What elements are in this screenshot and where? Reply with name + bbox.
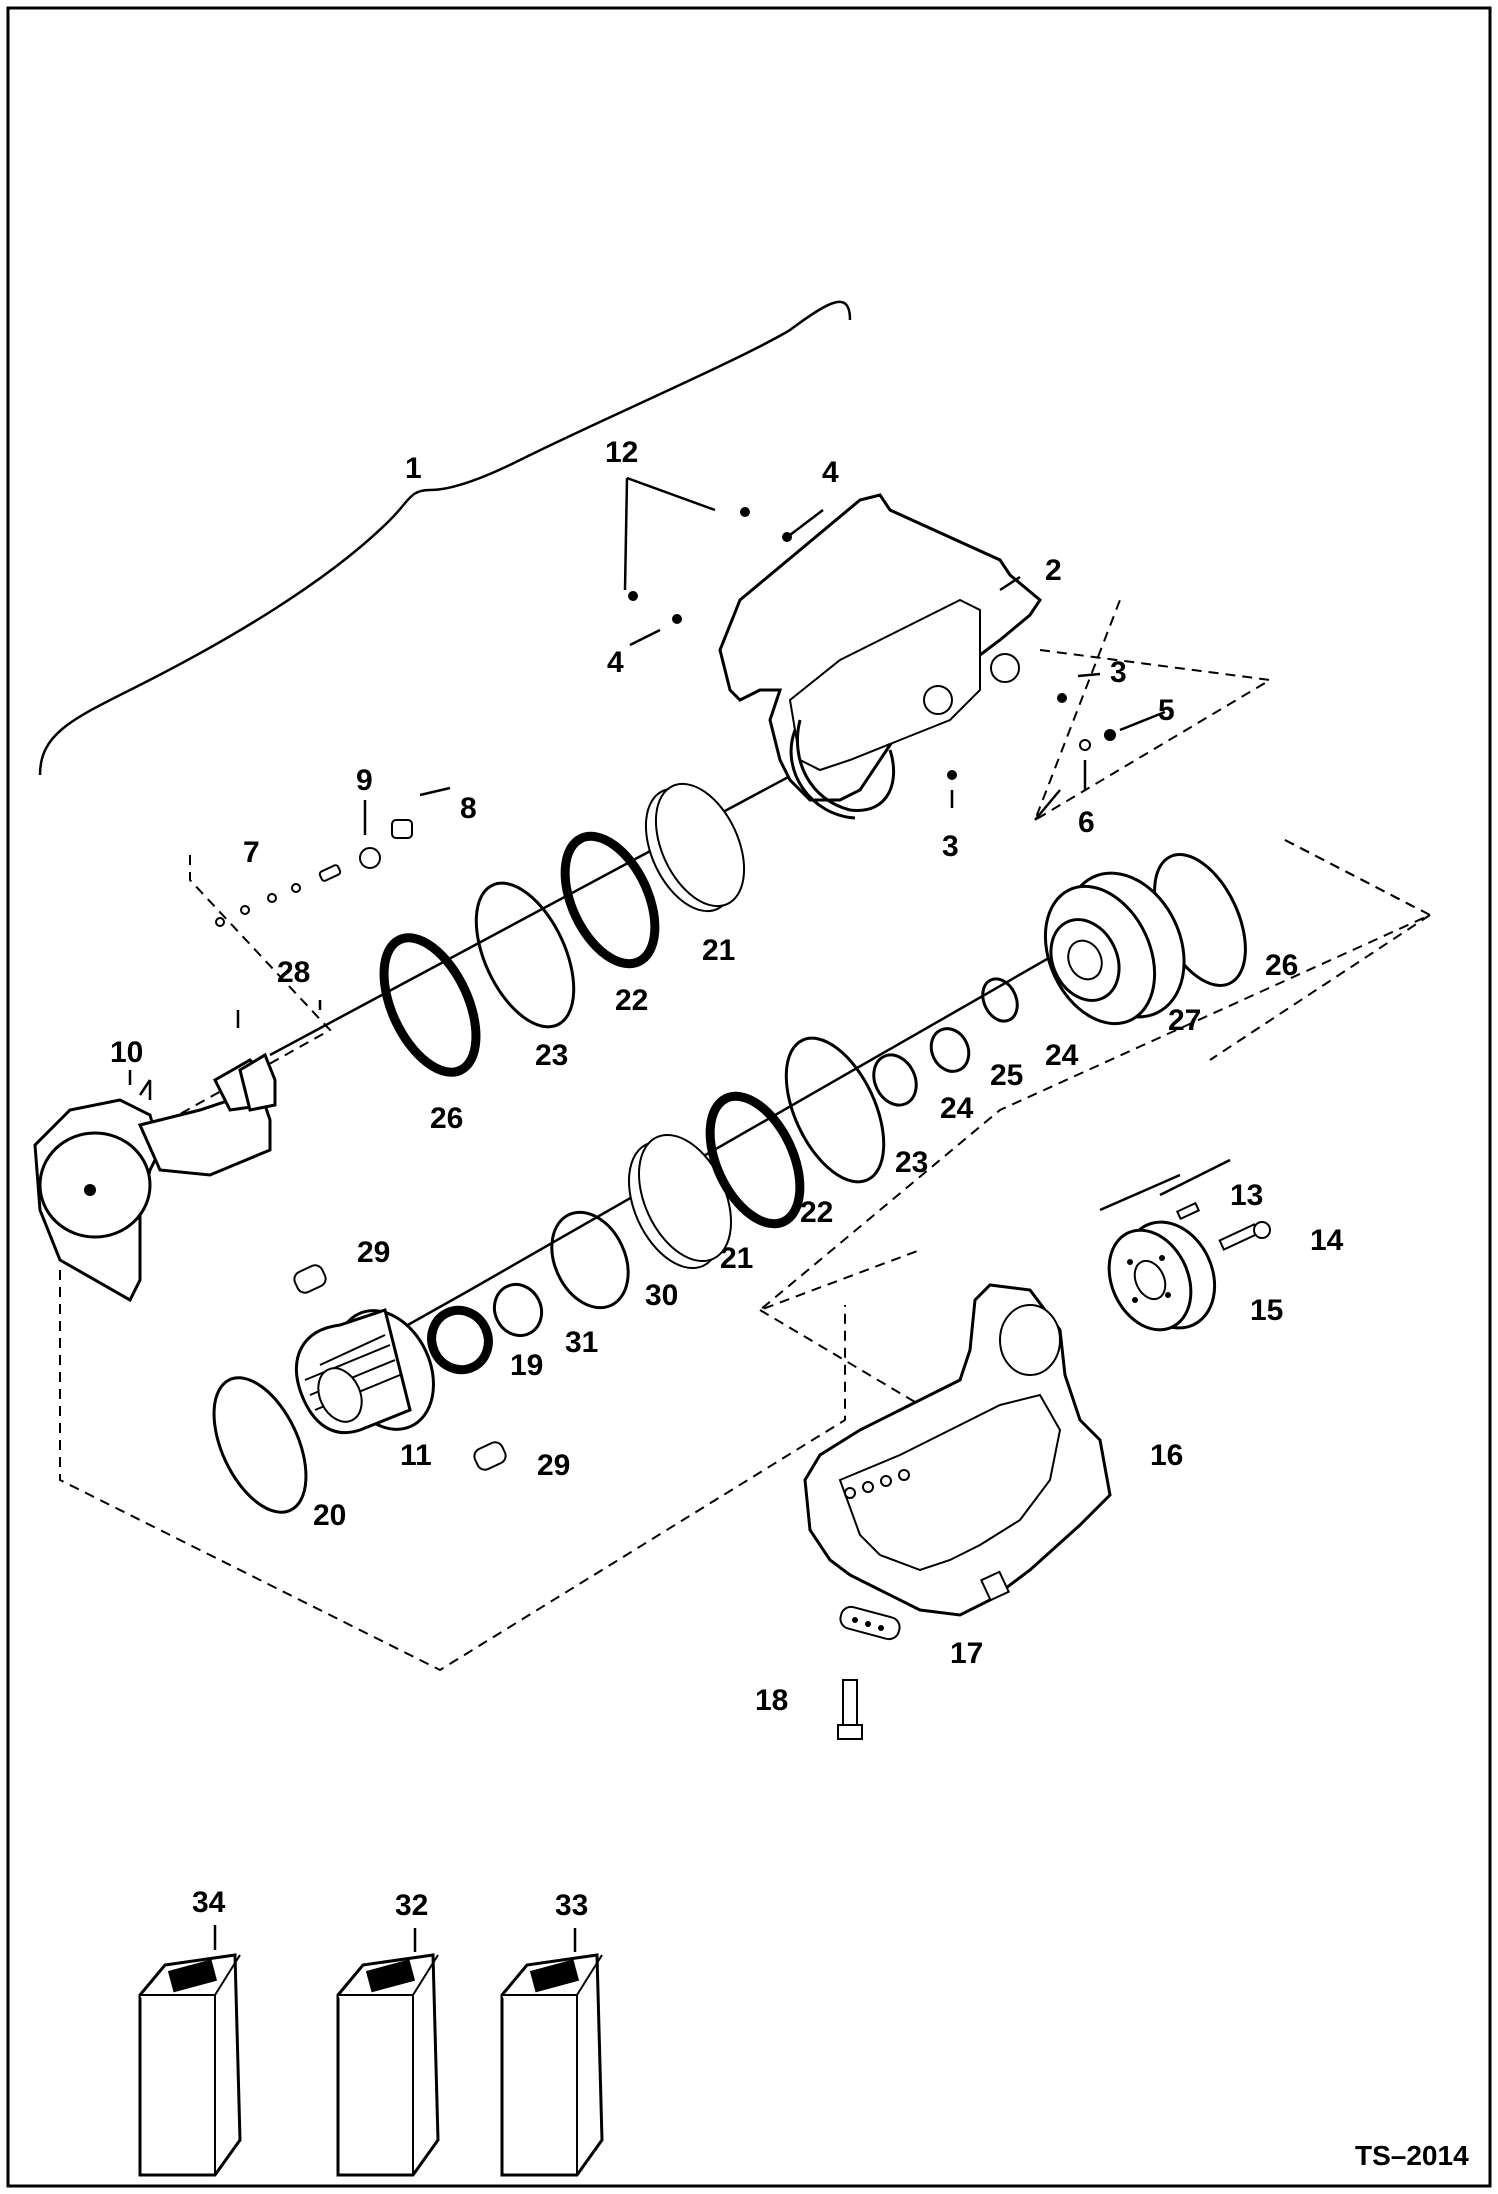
- assembly-brace: [38, 300, 852, 776]
- bushing-part-27: [1043, 871, 1186, 1026]
- plate-and-bolt-parts: [837, 1605, 901, 1740]
- flange-part-15: [1107, 1220, 1217, 1332]
- callout-16: 16: [1150, 1439, 1183, 1472]
- callout-1: 1: [405, 452, 422, 485]
- callout-2: 2: [1045, 554, 1062, 587]
- callout-8: 8: [460, 792, 477, 825]
- housing-bracket-part: [718, 493, 1042, 820]
- callout-32: 32: [395, 1889, 428, 1922]
- upper-seal-rings: [379, 782, 746, 1077]
- page-border: [6, 6, 1492, 2188]
- callout-19: 19: [510, 1349, 543, 1382]
- callout-21-lower: 21: [720, 1242, 753, 1275]
- callout-12: 12: [605, 436, 638, 469]
- callout-10: 10: [110, 1036, 143, 1069]
- callout-26-left: 26: [430, 1102, 463, 1135]
- callout-23-upper: 23: [535, 1039, 568, 1072]
- callout-15: 15: [1250, 1294, 1283, 1327]
- callout-17: 17: [950, 1637, 983, 1670]
- callout-29-lower: 29: [537, 1449, 570, 1482]
- callout-22-lower: 22: [800, 1196, 833, 1229]
- callout-6: 6: [1078, 806, 1095, 839]
- callout-24-upper: 24: [1045, 1039, 1079, 1072]
- callout-27: 27: [1168, 1004, 1201, 1037]
- callout-18: 18: [755, 1684, 788, 1717]
- callout-23-lower: 23: [895, 1146, 928, 1179]
- callout-31: 31: [565, 1326, 598, 1359]
- callout-25: 25: [990, 1059, 1023, 1092]
- callout-3-bottom: 3: [942, 830, 959, 863]
- callout-11: 11: [400, 1439, 432, 1472]
- callout-34: 34: [192, 1886, 226, 1919]
- callout-5: 5: [1158, 694, 1175, 727]
- assembly-guide-lines: [59, 599, 1433, 1672]
- callout-9: 9: [356, 764, 373, 797]
- screw-parts-13-14: [1175, 1201, 1271, 1251]
- callout-24-lower: 24: [940, 1092, 974, 1125]
- callout-14: 14: [1310, 1224, 1344, 1257]
- leader-lines: [128, 476, 1166, 1100]
- frame-part-16: [803, 1283, 1112, 1617]
- callout-28: 28: [277, 956, 310, 989]
- figure-code: TS–2014: [1355, 2140, 1469, 2171]
- axis-lines: [269, 758, 1231, 1382]
- callout-7: 7: [243, 836, 260, 869]
- parts-kit-package-34: [138, 1953, 242, 2177]
- shaft-part: [33, 1052, 277, 1303]
- callout-21-upper: 21: [702, 934, 735, 967]
- callout-3-right: 3: [1110, 656, 1127, 689]
- callout-4-top: 4: [822, 456, 839, 489]
- callout-4-left: 4: [607, 646, 624, 679]
- small-hardware: [215, 507, 1116, 927]
- package-leader-lines: [213, 1925, 577, 1952]
- parts-kit-package-32: [336, 1953, 440, 2177]
- callout-26-right: 26: [1265, 949, 1298, 982]
- callout-22-upper: 22: [615, 984, 648, 1017]
- callout-13: 13: [1230, 1179, 1263, 1212]
- threaded-bushing-part: [294, 1308, 435, 1435]
- callout-20: 20: [313, 1499, 346, 1532]
- callout-30: 30: [645, 1279, 678, 1312]
- lower-seal-rings: [212, 853, 1247, 1514]
- pin-parts-29: [293, 1264, 507, 1471]
- callout-33: 33: [555, 1889, 588, 1922]
- callout-29-upper: 29: [357, 1236, 390, 1269]
- parts-kit-package-33: [500, 1953, 604, 2177]
- callout-labels: 1 2 3 3 4 4 5 6 7 8 9 10 11 12 13 14 15 …: [110, 436, 1344, 1922]
